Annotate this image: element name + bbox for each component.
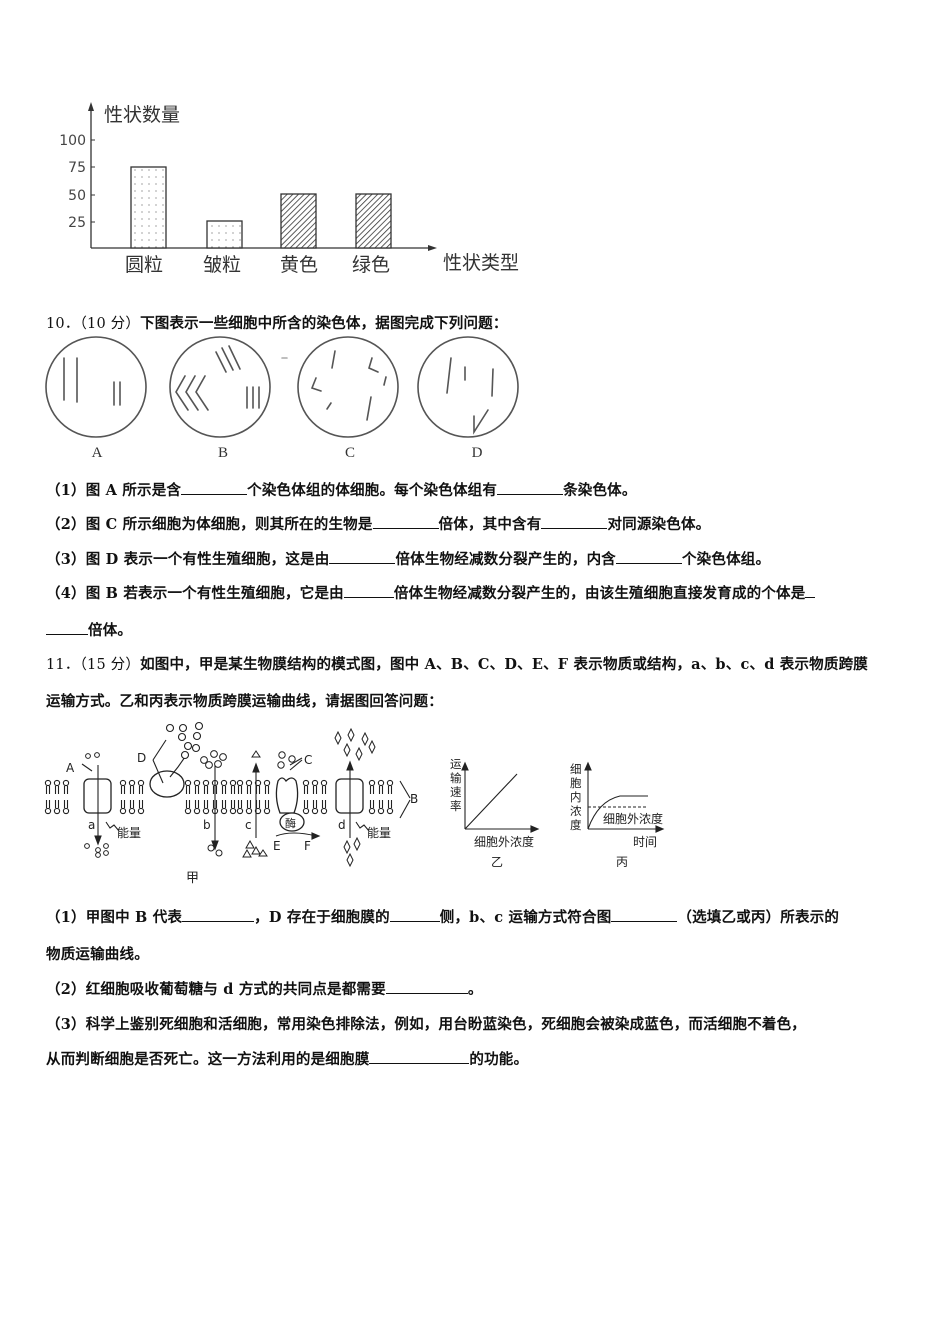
- question-score: （15 分）: [79, 657, 141, 673]
- bar-黄色: [280, 193, 317, 249]
- q11-sub3: （3）科学上鉴别死细胞和活细胞，常用染色排除法，例如，用台盼蓝染色，死细胞会被染…: [46, 1016, 806, 1033]
- label-a-upper: A: [66, 761, 75, 775]
- trait-bar-chart: 性状数量 100 75 50 25 圆粒 皱粒 黄色 绿色 性状类型: [59, 102, 519, 276]
- y-axis-label: 运输速率: [450, 757, 462, 813]
- label-c: C: [304, 753, 312, 767]
- figure-caption-yi: 乙: [491, 855, 503, 869]
- label-energy: 能量: [367, 826, 391, 840]
- answer-blank[interactable]: [805, 585, 816, 598]
- label-energy: 能量: [117, 826, 141, 840]
- q10-sub4: （4）图 B 若表示一个有性生殖细胞，它是由倍体生物经减数分裂产生的，由该生殖细…: [46, 582, 816, 603]
- bar-圆粒: [130, 166, 167, 249]
- x-tick: 圆粒: [125, 254, 163, 276]
- label-d-lower: d: [338, 818, 346, 832]
- q11-stem: 11．（15 分）如图中，甲是某生物膜结构的模式图，图中 A、B、C、D、E、F…: [46, 653, 868, 674]
- chromosome-cells-figure: A B C D: [45, 336, 519, 461]
- answer-blank[interactable]: [369, 1051, 470, 1064]
- figure-caption-bing: 丙: [616, 855, 628, 869]
- q10-sub3: （3）图 D 表示一个有性生殖细胞，这是由倍体生物经减数分裂产生的，内含个染色体…: [46, 551, 771, 568]
- label-d: D: [137, 751, 146, 765]
- q11-sub3-cont: 从而判断细胞是否死亡。这一方法利用的是细胞膜的功能。: [46, 1051, 529, 1068]
- x-tick: 皱粒: [203, 254, 241, 276]
- answer-blank[interactable]: [343, 585, 394, 598]
- question-number: 11．: [46, 657, 80, 673]
- y-tick: 100: [59, 133, 86, 149]
- q11-sub1-cont: 物质运输曲线。: [46, 946, 149, 963]
- question-text: 下图表示一些细胞中所含的染色体，据图完成下列问题：: [140, 315, 508, 332]
- graph-yi: 运输速率 细胞外浓度 乙: [450, 757, 540, 869]
- cell-label-b: B: [218, 445, 228, 461]
- answer-blank[interactable]: [611, 909, 678, 922]
- y-tick: 75: [68, 160, 86, 176]
- enzyme-carrier-protein: [275, 777, 299, 814]
- y-axis-label: 细胞内浓度: [570, 762, 582, 832]
- cell-a: [45, 336, 147, 438]
- q11-stem-cont: 运输方式。乙和丙表示物质跨膜运输曲线，请据图回答问题：: [46, 693, 443, 710]
- label-a-lower: a: [88, 818, 95, 832]
- question-number: 10．: [46, 316, 80, 332]
- cell-label-d: D: [472, 445, 483, 461]
- answer-blank[interactable]: [329, 551, 396, 564]
- answer-blank[interactable]: [389, 909, 440, 922]
- q11-sub1: （1）甲图中 B 代表，D 存在于细胞膜的侧，b、c 运输方式符合图（选填乙或丙…: [46, 909, 840, 926]
- q10-sub2: （2）图 C 所示细胞为体细胞，则其所在的生物是倍体，其中含有对同源染色体。: [46, 516, 711, 533]
- dashed-line-label: 细胞外浓度: [603, 811, 663, 826]
- label-e: E: [273, 839, 281, 853]
- y-axis: [88, 102, 95, 248]
- answer-blank[interactable]: [372, 516, 439, 529]
- enzyme: [279, 812, 305, 832]
- question-text: 如图中，甲是某生物膜结构的模式图，图中 A、B、C、D、E、F 表示物质或结构，…: [140, 656, 868, 673]
- label-b-lower: b: [203, 818, 211, 832]
- x-axis-label: 性状类型: [443, 252, 519, 274]
- x-tick: 黄色: [280, 254, 318, 276]
- answer-blank[interactable]: [46, 622, 88, 635]
- answer-blank[interactable]: [181, 482, 248, 495]
- q10-stem: 10．（10 分）下图表示一些细胞中所含的染色体，据图完成下列问题：: [46, 312, 508, 333]
- cell-b: [169, 336, 288, 438]
- y-axis-label: 性状数量: [104, 104, 180, 126]
- answer-blank[interactable]: [182, 909, 255, 922]
- cell-d: [417, 336, 519, 438]
- membrane-figure-jia: A D C B a b c d E F 酶 能量 能量 甲: [44, 721, 418, 886]
- x-axis-label: 时间: [633, 835, 657, 849]
- answer-blank[interactable]: [615, 551, 682, 564]
- bar-皱粒: [206, 220, 243, 249]
- x-axis-label: 细胞外浓度: [474, 834, 534, 849]
- cell-label-c: C: [345, 445, 355, 461]
- bar-绿色: [355, 193, 392, 249]
- y-tick: 25: [68, 215, 86, 231]
- q10-sub1: （1）图 A 所示是含个染色体组的体细胞。每个染色体组有条染色体。: [46, 482, 637, 499]
- glycoprotein-d: [149, 770, 185, 798]
- bars: [130, 166, 392, 249]
- answer-blank[interactable]: [541, 516, 608, 529]
- cell-c: [297, 336, 399, 438]
- label-enzyme: 酶: [285, 817, 296, 830]
- answer-blank[interactable]: [385, 981, 468, 994]
- graph-bing: 细胞内浓度 细胞外浓度 时间 丙: [570, 761, 665, 869]
- answer-blank[interactable]: [497, 482, 564, 495]
- cell-label-a: A: [92, 445, 103, 461]
- label-f: F: [304, 839, 311, 853]
- label-c-lower: c: [245, 818, 252, 832]
- q11-sub2: （2）红细胞吸收葡萄糖与 d 方式的共同点是都需要。: [46, 981, 483, 998]
- q10-sub4-cont: 倍体。: [46, 619, 132, 640]
- label-b: B: [410, 792, 418, 806]
- x-tick: 绿色: [352, 254, 390, 276]
- y-tick: 50: [68, 188, 86, 204]
- question-score: （10 分）: [79, 316, 141, 332]
- figure-caption-jia: 甲: [186, 871, 199, 886]
